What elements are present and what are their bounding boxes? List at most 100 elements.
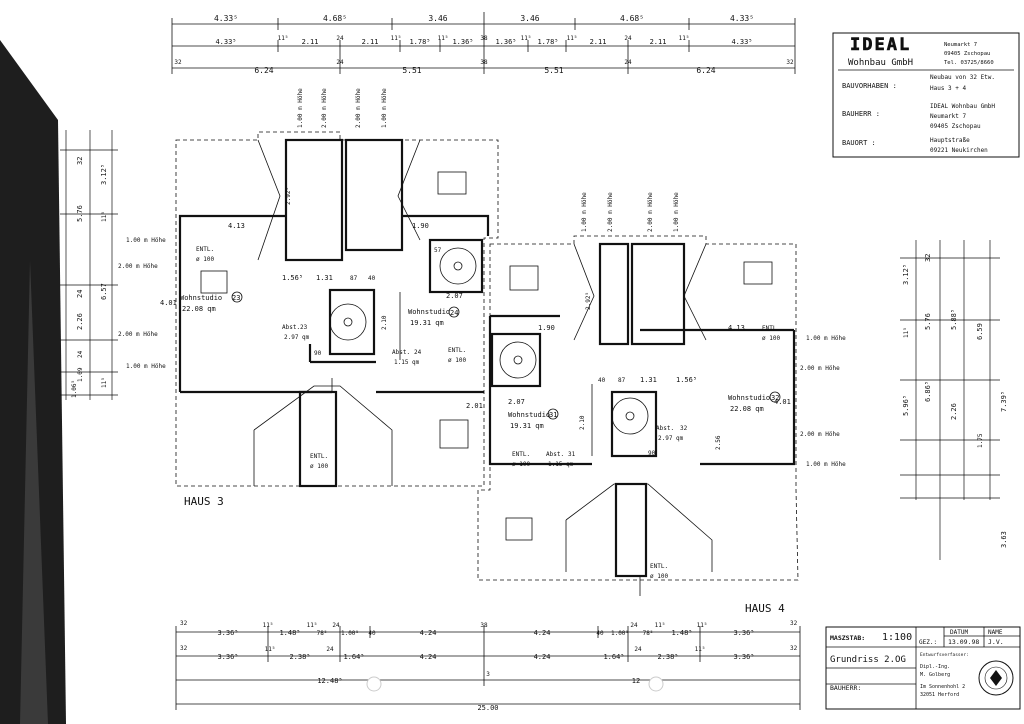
dim-top-1-5: 4.33⁵ bbox=[730, 14, 754, 23]
inner-207-right: 2.07 bbox=[508, 398, 525, 406]
inner-40-left: 40 bbox=[368, 275, 376, 282]
company-address-1: Neumarkt 7 bbox=[944, 42, 977, 48]
vorhaben-label: BAUVORHABEN : bbox=[842, 82, 897, 90]
inner-87-right: 87 bbox=[618, 377, 626, 384]
dim-right-10: 1.75 bbox=[977, 433, 984, 448]
entl-4: ENTL. bbox=[762, 325, 780, 332]
inner-190-left: 1.90 bbox=[412, 222, 429, 230]
company-phone: Tel. 03725/8660 bbox=[944, 60, 994, 66]
dim-top-2-12: 1.78⁵ bbox=[537, 38, 558, 46]
dim-right-3: 5.88⁵ bbox=[950, 309, 958, 330]
height-note-6: 2.00 m Höhe bbox=[321, 88, 328, 128]
inner-40-right: 40 bbox=[598, 377, 606, 384]
dim-top-3-2: 24 bbox=[336, 59, 344, 66]
room-ws31-name: Wohnstudio bbox=[508, 411, 550, 419]
dim-bot-2-3: 2.38⁵ bbox=[289, 653, 310, 661]
dim-left-4: 24 bbox=[76, 290, 84, 298]
inner-210-right: 2.10 bbox=[579, 415, 586, 430]
dim-bot-1-12: 40 bbox=[596, 630, 604, 637]
dim-top-3-6: 24 bbox=[624, 59, 632, 66]
room-abst24-num: 24 bbox=[414, 349, 422, 356]
dim-bot-3-0: 12.48⁵ bbox=[317, 677, 342, 685]
dim-top-2-8: 1.36⁵ bbox=[452, 38, 473, 46]
dim-left-1: 3.12⁵ bbox=[100, 164, 108, 185]
entl-3-size: ø 100 bbox=[310, 463, 328, 470]
dim-top-2-16: 2.11 bbox=[650, 38, 667, 46]
inner-401-right: 4.01 bbox=[774, 398, 791, 406]
architect-1: Dipl.-Ing. bbox=[920, 664, 950, 670]
dim-bot-2-10: 2.38⁵ bbox=[657, 653, 678, 661]
room-abst23-area: 2.97 qm bbox=[284, 334, 310, 341]
gez-label: GEZ.: bbox=[919, 639, 937, 646]
room-ws23-name: Wohnstudio bbox=[180, 294, 222, 302]
height-note-13: 1.00 m Höhe bbox=[581, 192, 588, 232]
dim-bot-1-10: 38 bbox=[480, 622, 488, 629]
dim-top-1-0: 4.33⁵ bbox=[214, 14, 238, 23]
inner-87-left: 87 bbox=[350, 275, 358, 282]
architect-address-1: Im Sonnenhohl 2 bbox=[920, 684, 965, 690]
room-abst24-name: Abst. bbox=[392, 349, 410, 356]
dim-bot-2-7: 4.24 bbox=[534, 653, 551, 661]
room-ws31-num: 31 bbox=[549, 411, 557, 419]
entwurf-label: Entwurfsverfasser: bbox=[920, 652, 969, 658]
bauherr-3: 09405 Zschopau bbox=[930, 123, 981, 130]
height-note-12: 1.00 m Höhe bbox=[806, 461, 846, 468]
dim-left-0: 32 bbox=[76, 157, 84, 165]
dim-bot-1-18: 11⁵ bbox=[697, 622, 708, 629]
dim-right-1: 3.12⁵ bbox=[902, 264, 910, 285]
bauort-label: BAUORT : bbox=[842, 139, 876, 147]
dim-top-1-2: 3.46 bbox=[428, 14, 447, 23]
room-ws24-num: 24 bbox=[450, 309, 458, 317]
dim-top-2-1: 11⁵ bbox=[278, 35, 289, 42]
dim-bot-1-9: 4.24 bbox=[420, 629, 437, 637]
dim-right-4: 6.59 bbox=[976, 323, 984, 340]
bauort-1: Hauptstraße bbox=[930, 137, 970, 144]
dim-bot-1-6: 24 bbox=[332, 622, 340, 629]
dim-top-3-8: 32 bbox=[786, 59, 794, 66]
dimension-chain-bottom: 32 3.36⁵ 11⁵ 1.48⁵ 11⁵ 78⁵ 24 1.00⁵ 40 4… bbox=[175, 620, 801, 712]
inner-201: 2.01 bbox=[466, 402, 483, 410]
dim-bot-2-6: 4.24 bbox=[420, 653, 437, 661]
inner-292-right: 2.92⁵ bbox=[585, 292, 592, 310]
datum-header: DATUM bbox=[950, 629, 968, 636]
dim-bot-1-20: 32 bbox=[790, 620, 798, 627]
room-abst24-area: 1.15 qm bbox=[394, 359, 420, 366]
dim-right-0: 32 bbox=[924, 254, 932, 262]
dim-left-8: 1.09 bbox=[77, 367, 84, 382]
inner-156-left: 1.56⁵ bbox=[282, 274, 303, 282]
dim-bot-1-5: 78⁵ bbox=[317, 630, 328, 637]
room-ws23-num: 23 bbox=[232, 294, 240, 302]
dim-left-3: 11⁵ bbox=[101, 211, 108, 222]
dimension-chain-left: 32 3.12⁵ 5.76 11⁵ 24 6.57 2.26 24 1.09 1… bbox=[60, 130, 118, 400]
dim-right-11: 3.63 bbox=[1000, 531, 1008, 548]
company-stamp: IDEAL Wohnbau GmbH Neumarkt 7 09405 Zsch… bbox=[832, 32, 1020, 158]
dimension-chain-right: 32 3.12⁵ 5.76 5.88⁵ 6.59 11⁵ 5.96⁵ 6.86⁵… bbox=[900, 240, 1008, 560]
vorhaben-1: Neubau von 32 Etw. bbox=[930, 74, 995, 81]
dim-bot-2-2: 11⁵ bbox=[265, 646, 276, 653]
height-note-4: 1.00 m Höhe bbox=[126, 363, 166, 370]
dim-bot-total: 25.00 bbox=[477, 704, 498, 712]
dim-bot-2-11: 11⁵ bbox=[695, 646, 706, 653]
dim-top-2-17: 11⁵ bbox=[679, 35, 690, 42]
room-abst32-name: Abst. bbox=[656, 425, 674, 432]
dim-top-3-4: 38 bbox=[480, 59, 488, 66]
room-abst32-num: 32 bbox=[680, 425, 688, 432]
dim-bot-1-2: 11⁵ bbox=[263, 622, 274, 629]
dimension-chain-top: 4.33⁵ 4.68⁵ 3.46 3.46 4.68⁵ 4.33⁵ 4.33⁵ … bbox=[171, 12, 796, 75]
dim-right-2: 5.76 bbox=[924, 313, 932, 330]
entl-1: ENTL. bbox=[196, 246, 214, 253]
dim-bot-1-0: 32 bbox=[180, 620, 188, 627]
scale-value: 1:100 bbox=[882, 632, 912, 643]
dim-bot-1-3: 1.48⁵ bbox=[279, 629, 300, 637]
height-note-3: 2.00 m Höhe bbox=[118, 331, 158, 338]
room-abst32-area: 2.97 qm bbox=[658, 435, 684, 442]
inner-292-left: 2.92⁵ bbox=[285, 187, 292, 205]
dim-bot-1-19: 3.36⁵ bbox=[733, 629, 754, 637]
height-note-7: 2.00 m Höhe bbox=[355, 88, 362, 128]
dim-bot-1-11: 4.24 bbox=[534, 629, 551, 637]
dim-right-6: 5.96⁵ bbox=[902, 395, 910, 416]
dim-top-2-0: 4.33⁵ bbox=[215, 38, 236, 46]
dim-bot-3-2: 12 bbox=[632, 677, 640, 685]
dim-right-9: 7.39⁵ bbox=[1000, 391, 1008, 412]
dim-top-2-15: 24 bbox=[624, 35, 632, 42]
